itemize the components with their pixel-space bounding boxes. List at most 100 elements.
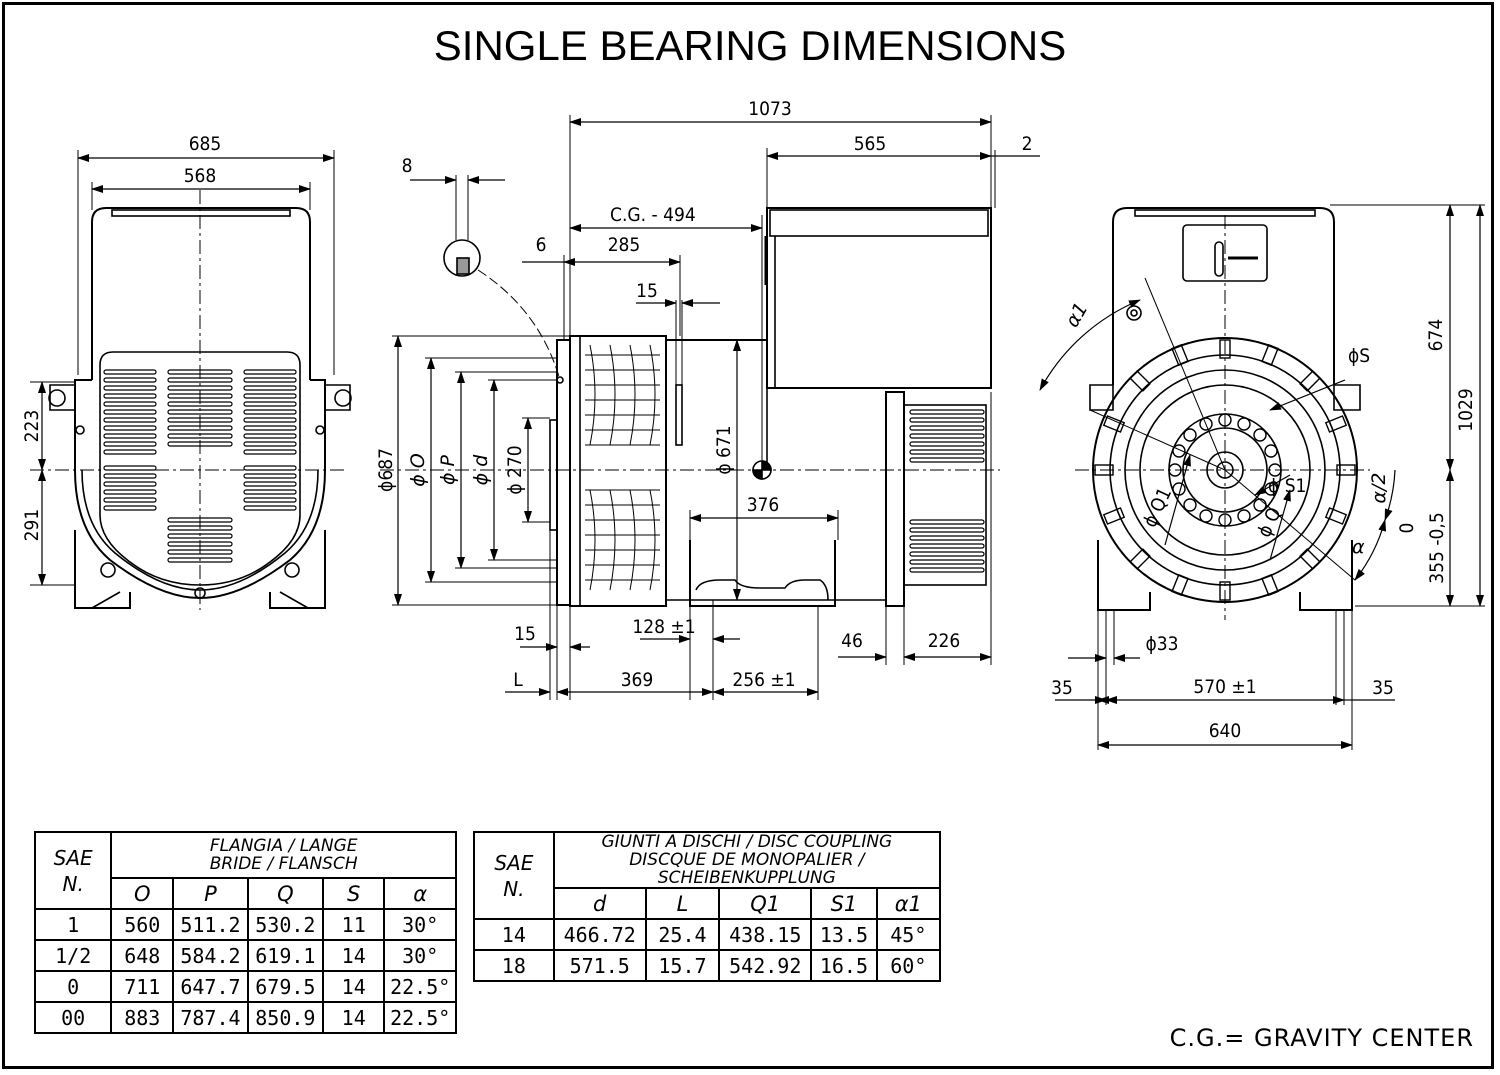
rear-view	[1039, 204, 1485, 750]
dim-rear-phiS1: ϕ S1	[1268, 475, 1306, 497]
dim-phi-d: ϕ d	[470, 454, 492, 486]
dim-rear-1029: 1029	[1455, 388, 1477, 432]
coupling-n-label: N.	[503, 876, 525, 901]
table-cell: 850.9	[246, 1001, 325, 1034]
dim-side-369: 369	[621, 669, 654, 691]
flange-col-P: P	[172, 877, 249, 910]
dim-rear-35-left: 35	[1051, 677, 1073, 699]
dim-phi-O: ϕ O	[407, 453, 429, 487]
dim-side-565: 565	[854, 133, 887, 155]
flange-n-label: N.	[62, 871, 84, 896]
table-cell: 679.5	[246, 970, 325, 1003]
table-cell: 438.15	[718, 918, 813, 951]
dim-front-568: 568	[184, 165, 217, 187]
table-cell: 11	[322, 908, 386, 941]
dim-phi-270: ϕ 270	[504, 445, 526, 494]
table-cell: 13.5	[810, 918, 878, 951]
dim-rear-alpha: α	[1352, 536, 1365, 558]
table-cell: 22.5°	[383, 1001, 457, 1034]
front-view	[30, 150, 352, 610]
flange-col-O: O	[110, 877, 175, 910]
table-cell: 30°	[383, 939, 457, 972]
dim-rear-alpha-half: α/2	[1368, 472, 1390, 503]
dim-side-2: 2	[1022, 133, 1033, 155]
table-cell: 00	[33, 1001, 113, 1034]
dim-rear-phiS: ϕS	[1348, 345, 1370, 367]
dim-cg-494: C.G. - 494	[610, 204, 696, 226]
table-cell: 30°	[383, 908, 457, 941]
flange-table: SAE N. FLANGIA / LANGE BRIDE / FLANSCH O…	[33, 831, 457, 1034]
dim-side-226: 226	[928, 630, 961, 652]
table-cell: 16.5	[810, 949, 878, 982]
dim-rear-phi33: ϕ33	[1145, 633, 1178, 655]
coupling-sae-label: SAE	[494, 850, 534, 875]
dim-side-6: 6	[536, 234, 547, 256]
dim-rear-355-tol: 0	[1396, 523, 1418, 534]
coupling-col-Q1: Q1	[718, 887, 813, 920]
coupling-col-alpha1: α1	[875, 887, 942, 920]
dim-rear-640: 640	[1209, 720, 1242, 742]
flange-col-S: S	[322, 877, 386, 910]
dim-side-8: 8	[402, 155, 413, 177]
table-cell: 1/2	[33, 939, 113, 972]
dim-side-L: L	[513, 669, 523, 691]
dim-phi-687: ϕ687	[375, 448, 397, 492]
table-cell: 787.4	[172, 1001, 249, 1034]
flange-group-line2: BRIDE / FLANSCH	[209, 854, 358, 874]
flange-col-Q: Q	[246, 877, 325, 910]
dim-side-376: 376	[747, 494, 780, 516]
table-cell: 883	[110, 1001, 175, 1034]
dim-side-285: 285	[608, 234, 641, 256]
dimension-labels: 685 568 223 291 1073 565 2 8 C.G. - 494 …	[21, 98, 1477, 742]
dim-side-256: 256 ±1	[732, 669, 795, 691]
coupling-sae-header: SAE N.	[473, 831, 555, 920]
flange-sae-label: SAE	[53, 845, 93, 870]
dim-side-1073: 1073	[748, 98, 792, 120]
dim-phi-P: ϕ P	[437, 454, 459, 485]
dim-rear-phiQ: ϕ Q	[1253, 504, 1286, 541]
table-cell: 22.5°	[383, 970, 457, 1003]
table-cell: 25.4	[644, 918, 721, 951]
table-cell: 14	[322, 970, 386, 1003]
dim-front-223: 223	[21, 410, 43, 443]
table-cell: 14	[322, 939, 386, 972]
table-cell: 14	[322, 1001, 386, 1034]
table-cell: 14	[473, 918, 555, 951]
dim-rear-570: 570 ±1	[1193, 676, 1256, 698]
table-cell: 711	[110, 970, 175, 1003]
table-cell: 560	[110, 908, 175, 941]
table-cell: 647.7	[172, 970, 249, 1003]
coupling-group-header: GIUNTI A DISCHI / DISC COUPLING DISCQUE …	[552, 831, 942, 889]
dim-side-15-bottom: 15	[514, 623, 536, 645]
flange-col-alpha: α	[383, 877, 457, 910]
table-cell: 18	[473, 949, 555, 982]
coupling-col-d: d	[552, 887, 647, 920]
table-cell: 530.2	[246, 908, 325, 941]
dim-phi-671: ϕ 671	[713, 425, 735, 474]
dim-front-291: 291	[21, 509, 43, 542]
dim-rear-alpha1: α1	[1061, 299, 1092, 331]
table-cell: 542.92	[718, 949, 813, 982]
table-cell: 511.2	[172, 908, 249, 941]
table-cell: 0	[33, 970, 113, 1003]
dim-rear-674: 674	[1425, 319, 1447, 352]
gravity-center-note: C.G.= GRAVITY CENTER	[1169, 1024, 1474, 1052]
table-cell: 619.1	[246, 939, 325, 972]
dim-rear-35-right: 35	[1372, 677, 1394, 699]
table-cell: 60°	[875, 949, 942, 982]
drawing-title: SINGLE BEARING DIMENSIONS	[433, 22, 1067, 69]
dim-side-15-top: 15	[636, 280, 658, 302]
coupling-group-line2: DISCQUE DE MONOPALIER / SCHEIBENKUPPLUNG	[629, 850, 865, 888]
flange-sae-header: SAE N.	[33, 831, 113, 910]
side-view	[380, 115, 1040, 700]
flange-group-line1: FLANGIA / LANGE	[209, 836, 358, 856]
table-cell: 45°	[875, 918, 942, 951]
